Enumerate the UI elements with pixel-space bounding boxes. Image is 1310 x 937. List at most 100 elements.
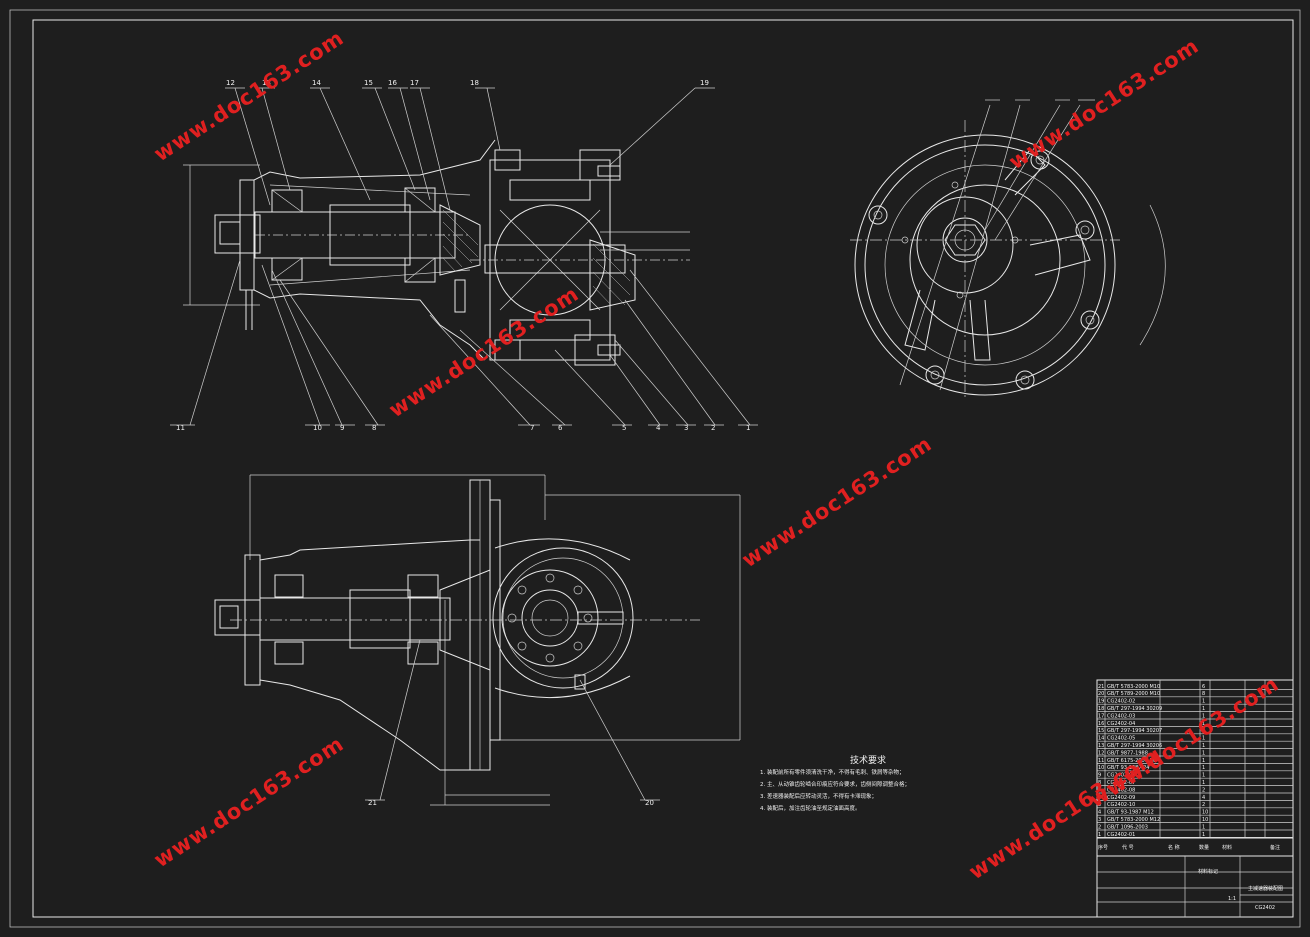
watermark: www.doc163.com (150, 732, 349, 873)
bom-no: 19 (1098, 699, 1104, 705)
bom-code: CG2402-06 (1107, 773, 1135, 779)
bom-no: 11 (1098, 758, 1104, 764)
hdr-qty: 数量 (1199, 844, 1209, 851)
watermark: www.doc163.com (1005, 34, 1204, 175)
bom-no: 10 (1098, 765, 1104, 771)
bom-no: 20 (1098, 691, 1104, 697)
part-label: 15 (364, 79, 373, 87)
bom-qty: 1 (1202, 750, 1205, 756)
hdr-note: 备注 (1270, 844, 1280, 851)
bom-no: 6 (1098, 795, 1101, 801)
bom-no: 12 (1098, 750, 1104, 756)
part-label: 21 (368, 799, 377, 807)
hdr-no: 序号 (1098, 844, 1108, 851)
bom-qty: 1 (1202, 832, 1205, 838)
bom-no: 17 (1098, 713, 1104, 719)
part-label: 18 (470, 79, 479, 87)
end-view (850, 99, 1166, 400)
bom-no: 2 (1098, 824, 1101, 830)
bom-code: CG2402-04 (1107, 721, 1135, 727)
part-label: 8 (372, 424, 376, 432)
tech-note: 3. 差速器装配后应转动灵活，不得有卡滞现象； (760, 792, 877, 800)
part-labels-top: 12 13 14 15 16 17 18 19 (226, 79, 709, 87)
part-label: 11 (176, 424, 185, 432)
part-label: 3 (684, 424, 688, 432)
part-label: 5 (622, 424, 626, 432)
bom-qty: 1 (1202, 728, 1205, 734)
bom-code: CG2402-09 (1107, 795, 1135, 801)
bom-no: 7 (1098, 787, 1101, 793)
part-labels-bottom: 11 10 9 8 7 6 5 4 3 2 1 (176, 424, 750, 432)
part-label: 6 (558, 424, 563, 432)
part-label: 20 (645, 799, 654, 807)
watermark: www.doc163.com (385, 282, 584, 423)
drawing-name: 主减速器装配图 (1248, 885, 1283, 892)
bom-qty: 2 (1202, 787, 1205, 793)
bom-code: CG2402-02 (1107, 699, 1135, 705)
bom-code: GB/T 297-1994 30207 (1107, 728, 1162, 734)
bom-qty: 1 (1202, 736, 1205, 742)
bom-code: GB/T 93-1987 M12 (1107, 810, 1154, 816)
bom-qty: 6 (1202, 684, 1205, 690)
tech-note: 1. 装配前所有零件须清洗干净，不得有毛刺、铁屑等杂物； (760, 768, 905, 776)
bom-qty: 1 (1202, 758, 1205, 764)
bom-no: 9 (1098, 773, 1101, 779)
watermark: www.doc163.com (738, 432, 937, 573)
bom-code: GB/T 6175-2000 M24 (1107, 758, 1160, 764)
hdr-mat: 材料 (1222, 844, 1232, 851)
bom-no: 3 (1098, 817, 1101, 823)
bom-code: GB/T 5783-2000 M10 (1107, 684, 1160, 690)
bom-qty: 1 (1202, 773, 1205, 779)
bom-code: GB/T 297-1994 30209 (1107, 706, 1162, 712)
scale: 1:1 (1228, 896, 1236, 902)
bom-qty: 10 (1202, 817, 1208, 823)
main-section-view (170, 87, 758, 426)
bom-qty: 1 (1202, 699, 1205, 705)
drawing-code: CG2402 (1255, 905, 1275, 911)
part-label: 19 (700, 79, 709, 87)
bom-code: GB/T 93-1987 24 (1107, 765, 1149, 771)
hdr-name: 名 称 (1168, 844, 1180, 851)
tech-note: 4. 装配后，加注齿轮油至规定油面高度。 (760, 804, 861, 812)
part-label: 12 (226, 79, 235, 87)
part-label: 16 (388, 79, 397, 87)
part-labels-side: 21 20 (368, 799, 654, 807)
bom-qty: 2 (1202, 802, 1205, 808)
inner-border (32, 19, 1294, 918)
part-label: 13 (262, 79, 271, 87)
bom-qty: 4 (1202, 795, 1205, 801)
bom-qty: 1 (1202, 824, 1205, 830)
bom-no: 21 (1098, 684, 1104, 690)
watermark: www.doc163.com (150, 26, 349, 167)
bom-no: 1 (1098, 832, 1101, 838)
part-label: 17 (410, 79, 419, 87)
bom-code: GB/T 5783-2000 M12 (1107, 817, 1160, 823)
bom-code: CG2402-05 (1107, 736, 1135, 742)
part-label: 1 (746, 424, 750, 432)
outer-border (9, 9, 1301, 928)
bom-code: GB/T 1096-2003 (1107, 824, 1148, 830)
bom-no: 15 (1098, 728, 1104, 734)
bom-qty: 1 (1202, 706, 1205, 712)
bom-no: 13 (1098, 743, 1104, 749)
bom-qty: 1 (1202, 713, 1205, 719)
bom-code: CG2402-08 (1107, 787, 1135, 793)
part-label: 14 (312, 79, 321, 87)
bom-code: GB/T 5789-2000 M10 (1107, 691, 1160, 697)
bom-qty: 1 (1202, 721, 1205, 727)
bom-code: GB/T 9877-1988 (1107, 750, 1148, 756)
part-label: 4 (656, 424, 661, 432)
tech-notes: 技术要求 1. 装配前所有零件须清洗干净，不得有毛刺、铁屑等杂物； 2. 主、从… (760, 754, 910, 812)
bom-no: 4 (1098, 810, 1101, 816)
bom-qty: 1 (1202, 780, 1205, 786)
tech-title: 技术要求 (850, 754, 886, 766)
school-name: 材料标记 (1198, 868, 1218, 875)
bom-no: 18 (1098, 706, 1104, 712)
bom-qty: 1 (1202, 765, 1205, 771)
hdr-code: 代 号 (1122, 844, 1134, 851)
part-label: 9 (340, 424, 344, 432)
part-label: 10 (313, 424, 322, 432)
